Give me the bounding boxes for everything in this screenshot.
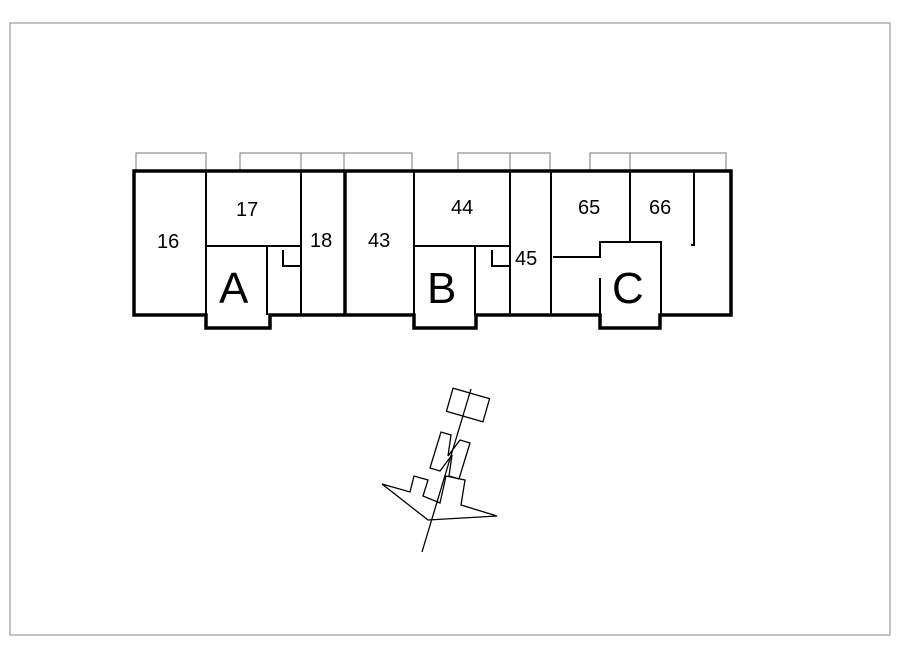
balcony xyxy=(135,152,207,171)
room-label-65: 65 xyxy=(578,197,600,219)
room-label-43: 43 xyxy=(368,230,390,252)
stairwell-label-c: C xyxy=(612,264,644,313)
balcony xyxy=(457,152,551,171)
balcony xyxy=(589,152,727,171)
room-label-45: 45 xyxy=(515,248,537,270)
interior-walls xyxy=(205,171,695,315)
balcony xyxy=(239,152,413,171)
room-label-17: 17 xyxy=(236,199,258,221)
balconies xyxy=(135,152,727,171)
room-label-16: 16 xyxy=(157,231,179,253)
stairwell-label-a: A xyxy=(219,264,249,313)
sheet-frame xyxy=(9,22,891,636)
stairwell-label-b: B xyxy=(427,264,456,313)
room-label-18: 18 xyxy=(310,230,332,252)
room-label-44: 44 xyxy=(451,197,473,219)
room-label-66: 66 xyxy=(649,197,671,219)
north-arrow-icon xyxy=(381,387,498,553)
exterior-walls xyxy=(132,169,733,330)
